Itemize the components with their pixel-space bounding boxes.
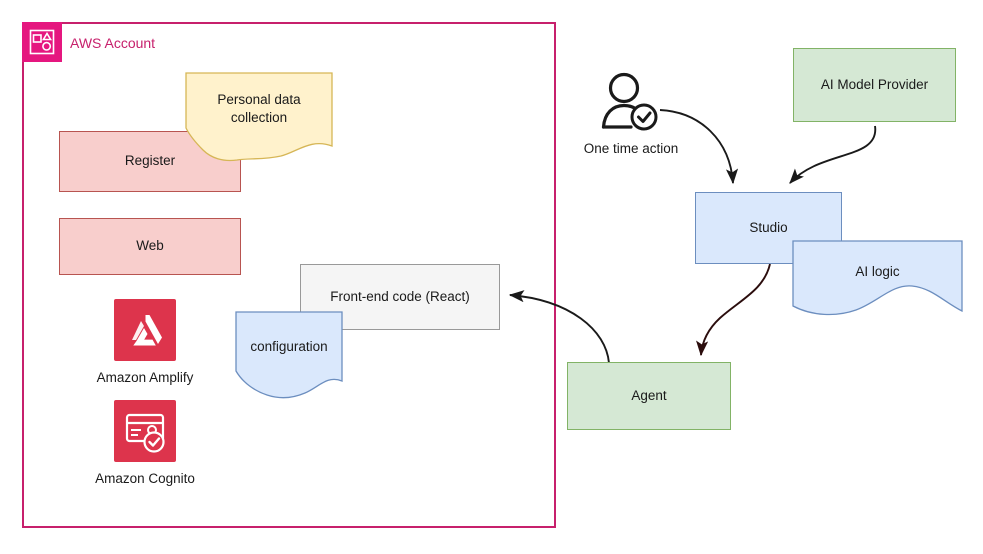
aws-account-container bbox=[22, 22, 556, 528]
node-register-label: Register bbox=[124, 153, 176, 169]
aws-account-label: AWS Account bbox=[70, 35, 156, 51]
node-ai-model-provider-label: AI Model Provider bbox=[820, 76, 929, 92]
node-configuration[interactable]: configuration bbox=[235, 311, 343, 401]
edge-onetimeaction-to-studio bbox=[659, 109, 739, 185]
user-verified-icon bbox=[600, 70, 662, 138]
node-agent[interactable]: Agent bbox=[567, 362, 731, 430]
node-configuration-label: configuration bbox=[250, 339, 328, 354]
node-web-label: Web bbox=[136, 238, 164, 254]
node-web[interactable]: Web bbox=[59, 218, 241, 275]
amazon-amplify-label: Amazon Amplify bbox=[96, 370, 194, 385]
aws-account-icon bbox=[22, 22, 62, 62]
node-personal-data-collection-label: Personal data collection bbox=[217, 92, 301, 125]
amazon-cognito-label: Amazon Cognito bbox=[95, 471, 195, 486]
node-ai-model-provider[interactable]: AI Model Provider bbox=[793, 48, 956, 122]
one-time-action-label: One time action bbox=[583, 141, 679, 156]
edge-aimodelprovider-to-studio bbox=[789, 125, 876, 184]
node-register[interactable]: Register bbox=[59, 131, 241, 192]
node-ai-logic-label: AI logic bbox=[855, 264, 900, 279]
node-frontend-code-label: Front-end code (React) bbox=[330, 288, 470, 304]
edge-agent-to-frontendcode bbox=[508, 290, 610, 364]
node-ai-logic[interactable]: AI logic bbox=[792, 240, 963, 321]
edge-studio-to-agent bbox=[696, 263, 771, 357]
amazon-amplify-icon bbox=[114, 299, 176, 361]
node-agent-label: Agent bbox=[631, 387, 667, 403]
node-personal-data-collection[interactable]: Personal data collection bbox=[185, 72, 333, 164]
amazon-cognito-icon bbox=[114, 400, 176, 462]
node-studio-label: Studio bbox=[749, 219, 788, 235]
